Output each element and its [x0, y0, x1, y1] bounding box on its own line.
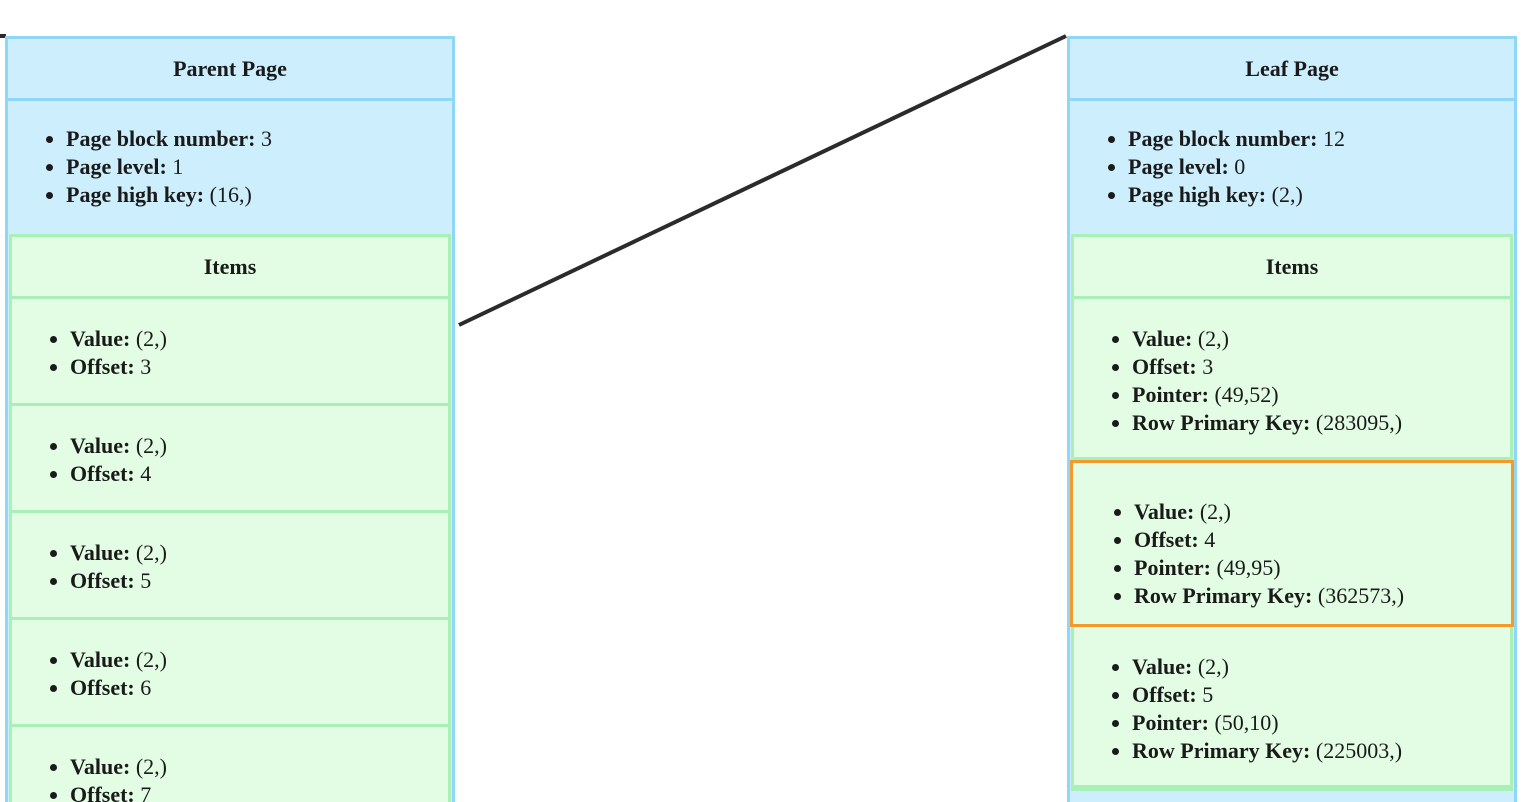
parent-to-leaf-connector: [458, 34, 1067, 327]
leaf-item[interactable]: Value: (2,) Offset: 5 Pointer: (50,10) R…: [1074, 627, 1510, 788]
parent-item[interactable]: Value: (2,) Offset: 4: [12, 406, 448, 513]
parent-page-node[interactable]: Parent Page Page block number: 3 Page le…: [5, 36, 455, 802]
leaf-page-title: Leaf Page: [1070, 39, 1514, 101]
parent-item[interactable]: Value: (2,) Offset: 7: [12, 727, 448, 802]
leaf-items-panel: Items Value: (2,) Offset: 3 Pointer: (49…: [1070, 234, 1514, 791]
meta-item: Page block number: 12: [1128, 125, 1514, 153]
parent-items-panel: Items Value: (2,) Offset: 3 Value: (2,) …: [9, 234, 451, 802]
parent-item[interactable]: Value: (2,) Offset: 6: [12, 620, 448, 727]
leaf-items-title: Items: [1074, 237, 1510, 299]
parent-items-title: Items: [12, 237, 448, 299]
leaf-item-selected[interactable]: Value: (2,) Offset: 4 Pointer: (49,95) R…: [1070, 460, 1514, 627]
leaf-page-node[interactable]: Leaf Page Page block number: 12 Page lev…: [1067, 36, 1517, 802]
leaf-page-meta: Page block number: 12 Page level: 0 Page…: [1070, 101, 1514, 234]
meta-item: Page high key: (16,): [66, 181, 452, 209]
meta-item: Page block number: 3: [66, 125, 452, 153]
parent-item[interactable]: Value: (2,) Offset: 5: [12, 513, 448, 620]
meta-item: Page high key: (2,): [1128, 181, 1514, 209]
meta-item: Page level: 1: [66, 153, 452, 181]
leaf-item[interactable]: Value: (2,) Offset: 3 Pointer: (49,52) R…: [1074, 299, 1510, 460]
meta-item: Page level: 0: [1128, 153, 1514, 181]
parent-page-meta: Page block number: 3 Page level: 1 Page …: [8, 101, 452, 234]
parent-page-title: Parent Page: [8, 39, 452, 101]
parent-item[interactable]: Value: (2,) Offset: 3: [12, 299, 448, 406]
